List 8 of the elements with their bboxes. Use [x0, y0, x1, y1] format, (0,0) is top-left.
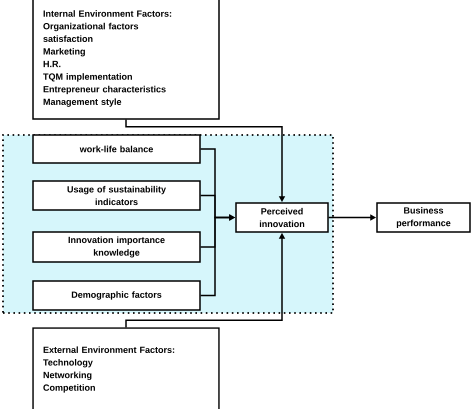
- factor-list-box: External Environment Factors: Technology Networking Competition: [32, 327, 220, 409]
- factor-list-box: Internal Environment Factors: Organizational factors satisfaction Marketing H.R. TQM implementation Entrepreneur characteristics Management style: [32, 0, 220, 120]
- factor-box: Innovation importance knowledge: [32, 231, 201, 263]
- outcome-box: Perceived innovation: [235, 202, 329, 233]
- factor-box: Usage of sustainability indicators: [32, 180, 201, 211]
- factor-box: Demographic factors: [32, 280, 201, 311]
- outcome-box: Business performance: [376, 202, 471, 233]
- factor-box: work-life balance: [32, 134, 201, 164]
